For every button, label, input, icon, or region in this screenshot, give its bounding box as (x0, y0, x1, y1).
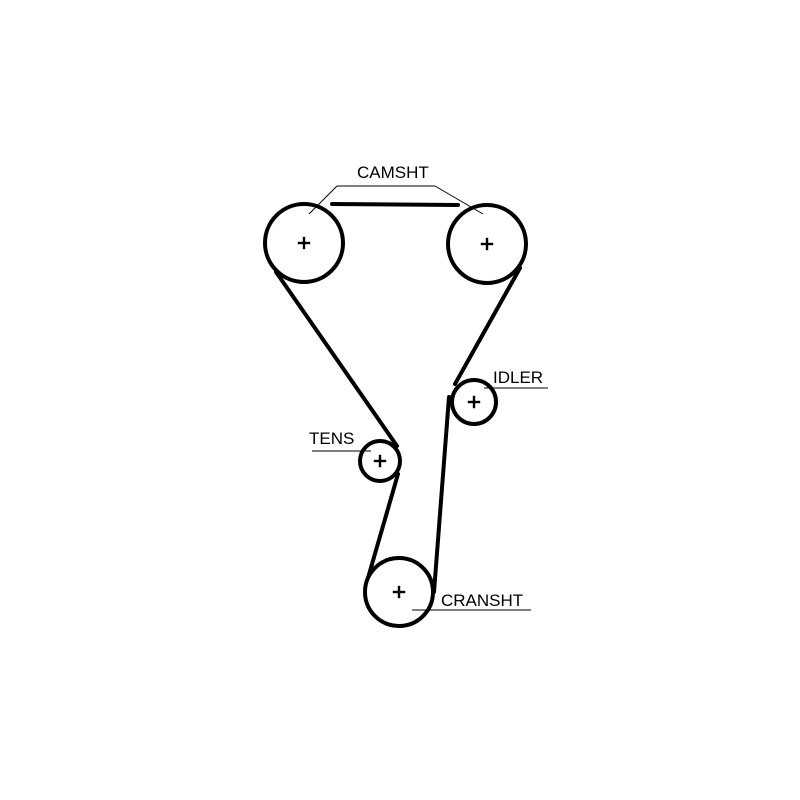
belt-left-span (274, 270, 399, 448)
belt-idler-to-camshaft-span (453, 266, 522, 386)
timing-belt (274, 202, 522, 594)
belt-crank-to-idler-span (432, 395, 451, 594)
camshaft-pulley-right (446, 203, 528, 285)
camshaft-pulley-left (263, 202, 345, 284)
belt-top-span (330, 202, 460, 207)
camshaft-leader (308, 185, 484, 215)
belt-tensioner-to-crank-span (366, 472, 400, 580)
idler-label: IDLER (493, 368, 543, 387)
camshaft-label: CAMSHT (357, 163, 429, 182)
crankshaft-pulley (363, 556, 435, 628)
leader-to-right-pulley (434, 185, 484, 215)
center-cross-icon (467, 395, 481, 409)
tensioner-label: TENS (309, 429, 354, 448)
center-cross-icon (297, 236, 311, 250)
leader-to-left-pulley (308, 185, 338, 215)
tensioner-pulley (358, 439, 402, 483)
center-cross-icon (480, 237, 494, 251)
idler-pulley (450, 378, 498, 426)
center-cross-icon (392, 585, 406, 599)
crankshaft-label: CRANSHT (441, 591, 523, 610)
center-cross-icon (373, 454, 387, 468)
